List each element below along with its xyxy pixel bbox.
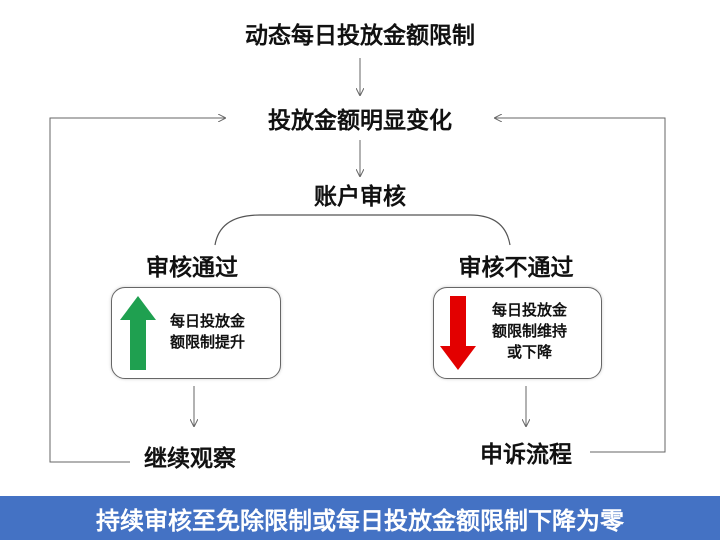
pass-result-text: 每日投放金 额限制提升 [170, 311, 245, 353]
node-appeal: 申诉流程 [480, 442, 572, 468]
node-start: 动态每日投放金额限制 [245, 23, 475, 49]
pass-result-line-2: 额限制提升 [170, 333, 246, 351]
loop-appeal-to-change [495, 118, 666, 453]
node-fail: 审核不通过 [458, 255, 574, 281]
pass-result-box: 每日投放金 额限制提升 [111, 287, 281, 379]
loop-observe-to-change [49, 118, 225, 463]
node-review: 账户审核 [314, 184, 406, 210]
fail-result-line-1: 每日投放金 [492, 301, 568, 319]
review-branch-curve [214, 214, 511, 246]
pass-result-line-1: 每日投放金 [170, 312, 246, 330]
node-pass: 审核通过 [146, 255, 238, 281]
node-observe: 继续观察 [144, 446, 236, 472]
fail-result-line-3: 或下降 [507, 343, 553, 361]
node-change: 投放金额明显变化 [268, 108, 452, 134]
up-arrow-icon [120, 296, 156, 370]
down-arrow-icon [440, 296, 476, 370]
fail-result-box: 每日投放金 额限制维持 或下降 [433, 287, 602, 379]
footer-banner: 持续审核至免除限制或每日投放金额限制下降为零 [0, 496, 720, 540]
fail-result-text: 每日投放金 额限制维持 或下降 [492, 300, 567, 363]
fail-result-line-2: 额限制维持 [492, 322, 568, 340]
